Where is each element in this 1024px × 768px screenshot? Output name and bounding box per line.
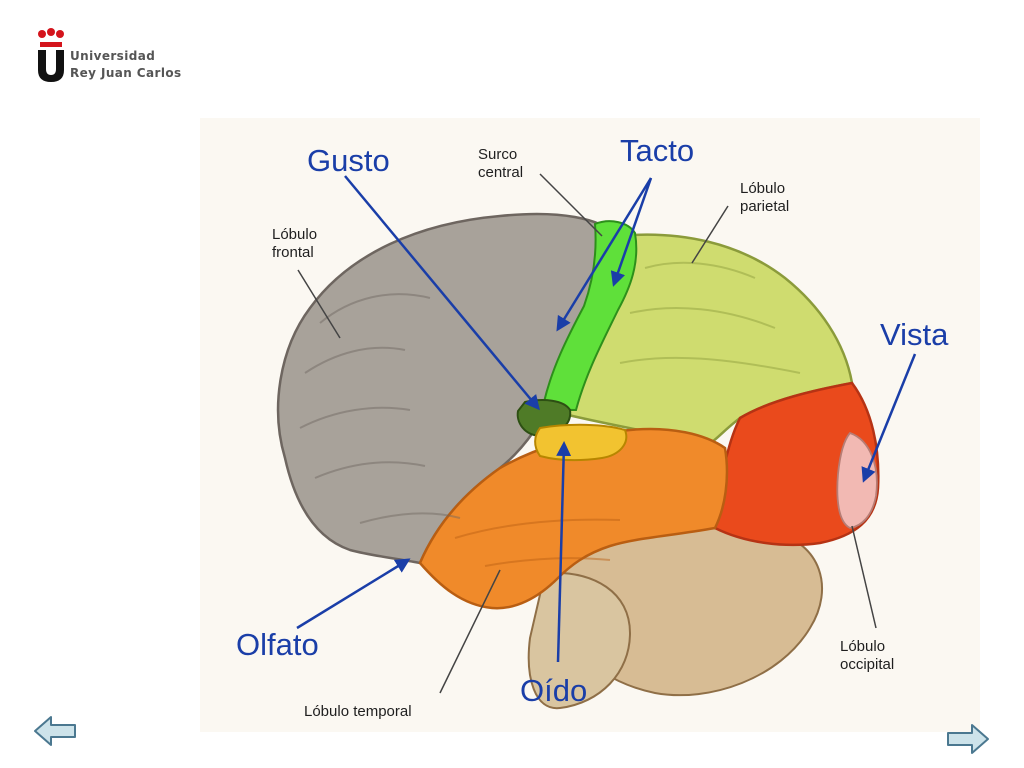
oido-arrow (556, 441, 572, 663)
label-surco-central-line-1: Surco (478, 146, 518, 163)
label-tacto: Tacto (620, 133, 695, 168)
frontal-lobe-folds (299, 293, 461, 524)
gusto-arrow (344, 175, 540, 411)
label-lobulo-temporal: Lóbulo temporal (304, 703, 412, 720)
brain-lobes-diagram: Gusto Tacto Vista Olfato Oído Surco cent… (200, 118, 980, 732)
left-arrow-icon (34, 716, 76, 746)
surco-central-leader (539, 173, 603, 237)
right-arrow-icon (947, 724, 989, 754)
previous-slide-button[interactable] (33, 713, 77, 749)
label-lobulo-parietal: Lóbulo parietal (740, 180, 789, 216)
label-lobulo-frontal: Lóbulo frontal (272, 226, 317, 262)
vista-arrow (861, 353, 917, 483)
university-name-line-2: Rey Juan Carlos (70, 66, 182, 80)
label-lobulo-parietal-line-1: Lóbulo (740, 180, 786, 197)
label-lobulo-parietal-line-2: parietal (740, 198, 790, 215)
label-lobulo-frontal-line-2: frontal (272, 244, 314, 261)
olfato-arrow (296, 558, 411, 630)
label-oido: Oído (520, 673, 588, 708)
university-logo: Universidad Rey Juan Carlos (36, 28, 206, 86)
label-surco-central-line-2: central (478, 164, 524, 181)
temporal-lobe-folds (454, 518, 621, 567)
brainstem (527, 571, 632, 710)
parietal-lobe-folds (619, 261, 801, 374)
university-name-line-1: Universidad (70, 49, 156, 63)
label-surco-central: Surco central (478, 146, 523, 182)
label-lobulo-occipital-line-1: Lóbulo (840, 638, 886, 655)
lobulo-frontal-leader (297, 269, 341, 339)
label-olfato: Olfato (236, 627, 319, 662)
brain-illustration (276, 173, 917, 710)
tacto-arrow-2 (610, 177, 653, 287)
lobulo-occipital-leader (851, 525, 877, 629)
temporal-lobe (418, 427, 729, 610)
label-lobulo-occipital: Lóbulo occipital (840, 638, 894, 674)
lobulo-parietal-leader (691, 205, 729, 264)
lobulo-temporal-leader (439, 569, 501, 694)
label-lobulo-occipital-line-2: occipital (840, 656, 895, 673)
university-logo-text: Universidad Rey Juan Carlos (70, 48, 182, 82)
tacto-arrow-1 (556, 177, 653, 332)
label-vista: Vista (880, 317, 949, 352)
university-logo-mark-icon (38, 28, 64, 82)
touch-area (542, 220, 638, 412)
next-slide-button[interactable] (946, 721, 990, 757)
label-gusto: Gusto (307, 143, 390, 178)
label-lobulo-frontal-line-1: Lóbulo (272, 226, 318, 243)
hearing-area (534, 423, 628, 462)
